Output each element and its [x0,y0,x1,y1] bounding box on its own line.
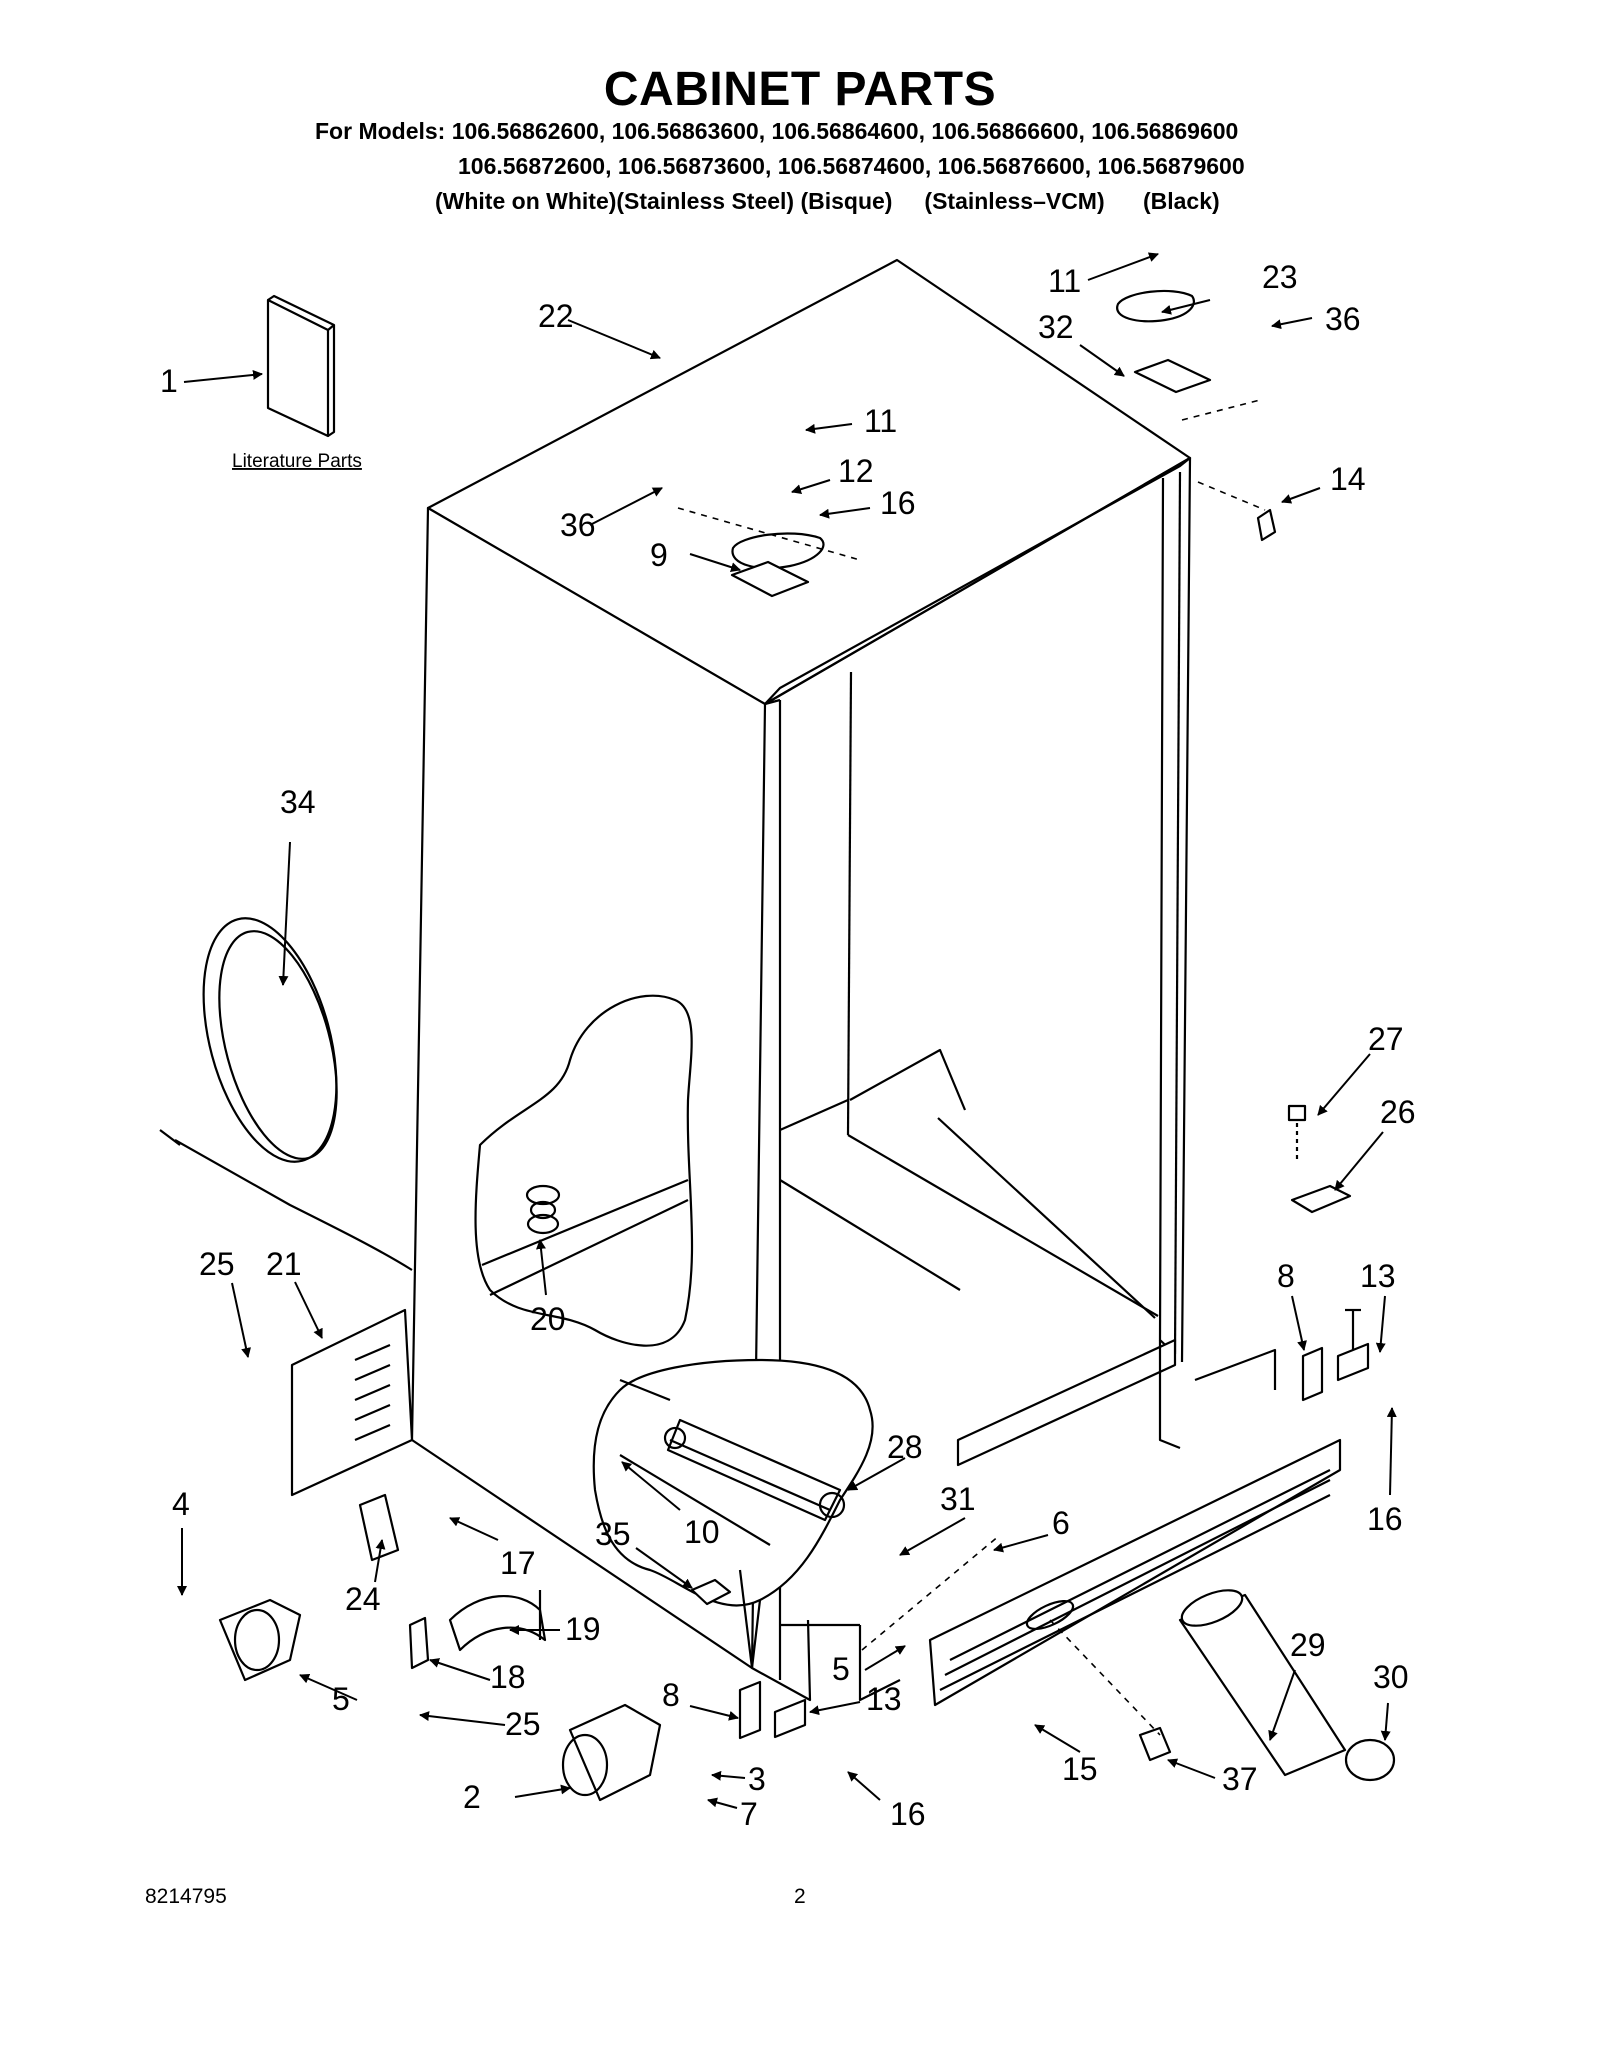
hinge-cover-23 [1116,289,1195,323]
callout-label: 20 [530,1301,566,1337]
callout-label: 26 [1380,1094,1416,1130]
callout-label: 35 [595,1516,631,1552]
callout-label: 3 [748,1761,766,1797]
callout-label: 22 [538,298,574,334]
callout-label: 8 [1277,1258,1295,1294]
callout-label: 25 [199,1246,235,1282]
page-number: 2 [794,1885,806,1908]
base-grille [928,1438,1342,1707]
callout-label: 7 [740,1796,758,1832]
callout-label: 13 [866,1681,902,1717]
hinge-cover-12 [731,532,825,570]
callout-label: 1 [160,363,178,399]
cabinet-drawing [159,258,1396,1802]
callout-label: 21 [266,1246,302,1282]
filter-cap-icon [1344,1738,1396,1782]
callout-label: 27 [1368,1021,1404,1057]
callout-label: 16 [880,485,916,521]
callout-label: 6 [1052,1505,1070,1541]
condenser-panel [290,1308,414,1497]
callout-label: 36 [1325,301,1361,337]
callout-label: 11 [1048,263,1081,299]
callout-label: 31 [940,1481,976,1517]
callout-label: 15 [1062,1751,1098,1787]
callout-label: 16 [1367,1501,1403,1537]
document-number: 8214795 [145,1885,227,1908]
callout-label: 16 [890,1796,926,1832]
page-title: CABINET PARTS [603,63,997,116]
callout-label: 30 [1373,1659,1409,1695]
callout-label: 8 [662,1677,680,1713]
models-line-1: For Models: 106.56862600, 106.56863600, … [315,118,1239,144]
callout-label: 32 [1038,309,1074,345]
cutaway-left [474,994,694,1347]
callout-label: 11 [864,403,897,439]
hinge-bracket-32 [1133,358,1212,394]
callout-label: 34 [280,784,316,820]
callout-label: 5 [332,1681,350,1717]
roller-assembly-2 [561,1703,662,1802]
literature-booklet-icon [266,294,336,438]
callout-label: 29 [1290,1627,1326,1663]
callout-label: 36 [560,507,596,543]
callout-label: 5 [832,1651,850,1687]
literature-parts-label: Literature Parts [232,451,362,472]
models-line-3: (White on White)(Stainless Steel) (Bisqu… [435,188,1220,214]
part-callouts: 1 22 11 23 32 36 14 11 12 16 36 9 34 27 … [160,259,1416,1832]
callout-label: 4 [172,1486,190,1522]
callout-label: 17 [500,1545,536,1581]
callout-label: 10 [684,1514,720,1550]
callout-label: 14 [1330,461,1366,497]
callout-label: 13 [1360,1258,1396,1294]
callout-label: 28 [887,1429,923,1465]
callout-label: 9 [650,537,668,573]
callout-label: 37 [1222,1761,1258,1797]
hinge-bracket-9 [730,560,810,598]
cutaway-bottom [592,1358,874,1607]
callout-label: 18 [490,1659,526,1695]
callout-label: 12 [838,453,874,489]
models-line-2: 106.56872600, 106.56873600, 106.56874600… [458,153,1245,179]
callout-label: 19 [565,1611,601,1647]
leader-arrows [177,252,1397,1809]
roller-assembly-4 [218,1598,302,1682]
callout-label: 23 [1262,259,1298,295]
callout-label: 2 [463,1779,481,1815]
callout-label: 25 [505,1706,541,1742]
callout-label: 24 [345,1581,381,1617]
